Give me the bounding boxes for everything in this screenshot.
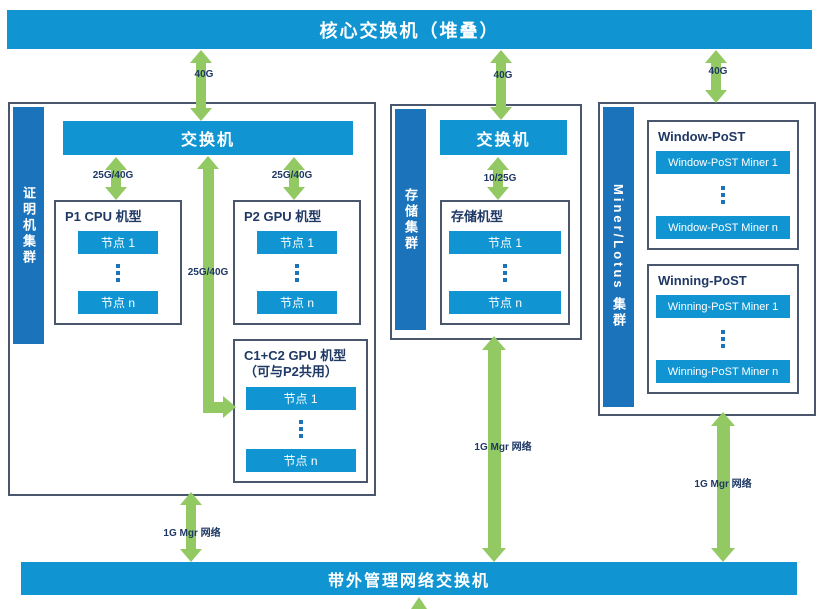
arrowhead-down-icon [487,187,509,200]
oob-switch-label: 带外管理网络交换机 [327,572,490,590]
arrowhead-up-icon [180,492,202,505]
node-bar-c1c2-1: 节点 1 [245,386,356,410]
link-storageswitch-nodes-arrow [486,157,510,200]
group-c1c2-title-line2: （可与P2共用） [244,364,338,380]
arrowhead-down-icon [482,548,506,562]
group-p2-title: P2 GPU 机型 [244,209,322,224]
arrowhead-up-icon [283,157,305,170]
cropped-arrowhead-icon [411,597,427,609]
group-window-post: Window-PoST Window-PoST Miner 1 Window-P… [647,120,799,250]
cluster-storage-sidebar: 存储集群 [395,109,426,330]
link-core-miner-arrow [704,50,728,103]
link-core-storage-arrow [489,50,513,120]
node-bar-c1c2-n: 节点 n [245,449,356,472]
node-bar-winning-miner-1: Winning-PoST Miner 1 [656,295,790,319]
link-proofswitch-c1c2-arrowhead-right-icon [223,396,236,418]
cluster-proof-name: 证明机集群 [21,185,36,266]
ellipsis-dots [721,186,725,205]
group-winning-post-nodes: Winning-PoST Miner 1 Winning-PoST Miner … [656,289,790,385]
node-bar-p2-n: 节点 n [257,291,337,314]
node-bar-winning-miner-n: Winning-PoST Miner n [656,360,790,383]
group-c1c2-nodes: 节点 1 节点 n [244,381,357,475]
ellipsis-dots [721,330,725,349]
arrowhead-down-icon [180,549,202,562]
node-bar-p1-n: 节点 n [78,291,158,314]
group-window-post-nodes: Window-PoST Miner 1 Window-PoST Miner n [656,145,790,241]
link-mgr-proof-label: 1G Mgr 网络 [163,528,221,539]
storage-switch-bar: 交换机 [440,120,567,155]
ellipsis-dots [503,263,507,282]
link-storageswitch-nodes-label: 10/25G [483,173,517,184]
arrowhead-up-icon [482,336,506,350]
arrowhead-up-icon [190,50,212,63]
arrowhead-up-icon [105,157,127,170]
group-storage-nodes-list: 节点 1 节点 n [449,225,561,316]
link-proofswitch-c1c2-arrowhead-up-icon [197,156,219,169]
oob-switch-bar: 带外管理网络交换机 [21,562,797,595]
group-storage-title: 存储机型 [451,209,504,224]
node-bar-window-miner-1: Window-PoST Miner 1 [656,151,790,175]
group-winning-post: Winning-PoST Winning-PoST Miner 1 Winnin… [647,264,799,394]
link-core-storage-label: 40G [493,70,513,81]
arrowhead-up-icon [711,412,735,426]
link-proofswitch-p1-label: 25G/40G [92,170,134,181]
link-mgr-miner-arrow [711,412,735,562]
link-mgr-storage-label: 1G Mgr 网络 [474,442,532,453]
arrowhead-down-icon [490,107,512,120]
group-p1-title: P1 CPU 机型 [65,209,142,224]
cluster-miner-name: Miner/Lotus 集群 [611,184,626,330]
link-mgr-storage-arrow [482,336,506,562]
node-bar-storage-1: 节点 1 [449,231,561,255]
node-bar-p1-1: 节点 1 [78,231,158,255]
cluster-storage-name: 存储集群 [403,187,418,252]
arrowhead-up-icon [487,157,509,170]
link-proofswitch-p2-label: 25G/40G [271,170,313,181]
group-c1c2-gpu: C1+C2 GPU 机型 （可与P2共用） 节点 1 节点 n [233,339,368,483]
ellipsis-dots [298,420,303,439]
link-proofswitch-p2-arrow [282,157,306,200]
node-bar-p2-1: 节点 1 [257,231,337,255]
node-bar-window-miner-n: Window-PoST Miner n [656,216,790,239]
group-p1-nodes: 节点 1 节点 n [65,225,171,316]
link-proofswitch-c1c2-vertical-shaft [203,168,214,413]
group-p2-nodes: 节点 1 节点 n [244,225,350,316]
core-switch-bar: 核心交换机（堆叠） [7,10,812,49]
link-proofswitch-p1-arrow [104,157,128,200]
group-winning-post-title: Winning-PoST [658,273,747,288]
arrowhead-down-icon [705,90,727,103]
node-bar-storage-n: 节点 n [449,291,561,314]
group-p1-cpu: P1 CPU 机型 节点 1 节点 n [54,200,182,325]
group-c1c2-title-line1: C1+C2 GPU 机型 [244,348,347,363]
link-mgr-miner-label: 1G Mgr 网络 [694,479,752,490]
arrowhead-down-icon [711,548,735,562]
arrowhead-down-icon [283,187,305,200]
arrowhead-up-icon [705,50,727,63]
group-c1c2-title: C1+C2 GPU 机型 （可与P2共用） [244,348,357,381]
link-mgr-proof-arrow [179,492,203,562]
cluster-miner-sidebar: Miner/Lotus 集群 [603,107,634,407]
arrowhead-down-icon [105,187,127,200]
link-core-miner-label: 40G [708,66,728,77]
link-core-proof-label: 40G [194,69,214,80]
link-proofswitch-c1c2-horizontal-shaft [203,402,225,413]
arrowhead-down-icon [190,108,212,121]
arrowhead-up-icon [490,50,512,63]
storage-switch-label: 交换机 [476,131,531,149]
group-p2-gpu: P2 GPU 机型 节点 1 节点 n [233,200,361,325]
ellipsis-dots [116,263,120,282]
link-proofswitch-c1c2-label: 25G/40G [187,267,229,278]
ellipsis-dots [295,263,299,282]
group-storage-nodes: 存储机型 节点 1 节点 n [440,200,570,325]
link-core-proof-arrow [189,50,213,121]
core-switch-label: 核心交换机（堆叠） [319,20,500,41]
proof-switch-bar: 交换机 [63,121,353,155]
cluster-proof-sidebar: 证明机集群 [13,107,44,344]
proof-switch-label: 交换机 [180,132,235,149]
group-window-post-title: Window-PoST [658,129,746,144]
